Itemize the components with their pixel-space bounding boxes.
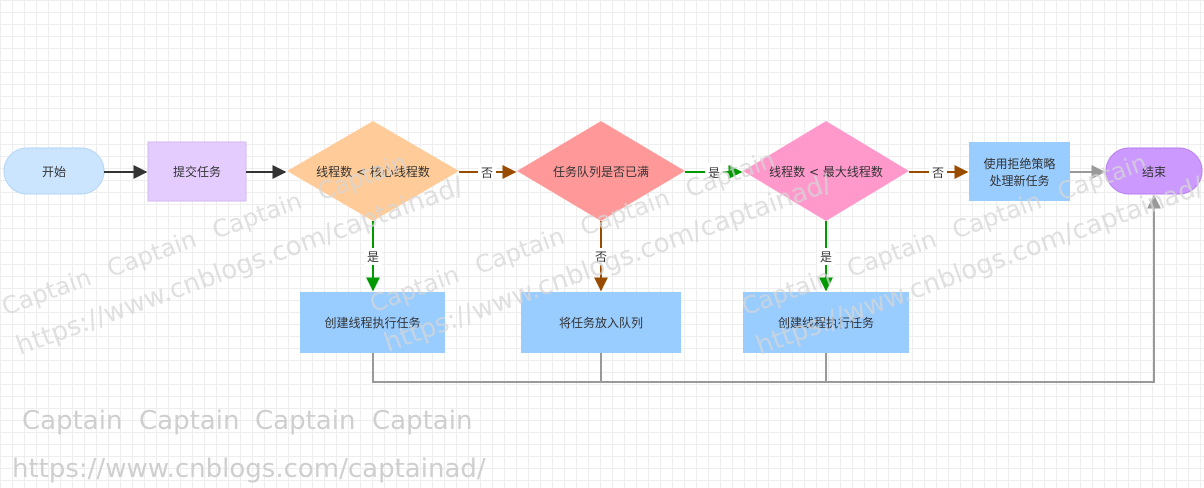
submit-task-label: 提交任务 xyxy=(173,164,221,179)
create-max-thread-node: 创建线程执行任务 xyxy=(743,292,909,353)
end-label: 结束 xyxy=(1142,165,1166,179)
reject-policy-node: 使用拒绝策略 处理新任务 xyxy=(969,142,1070,201)
enqueue-task-label: 将任务放入队列 xyxy=(559,315,643,330)
edge-queue-no-label: 否 xyxy=(595,250,607,264)
core-threads-decision-label: 线程数 < 核心线程数 xyxy=(316,164,430,179)
start-node: 开始 xyxy=(3,147,105,195)
enqueue-task-node: 将任务放入队列 xyxy=(521,292,681,353)
watermark-word-h4: Captain xyxy=(372,406,472,436)
max-threads-decision-label: 线程数 < 最大线程数 xyxy=(769,164,883,179)
start-label: 开始 xyxy=(42,165,66,179)
watermark-word-h1: Captain xyxy=(22,406,122,436)
edge-actions-to-end xyxy=(372,194,1161,383)
edge-max-no-label: 否 xyxy=(932,166,944,180)
edge-queue-yes-label: 是 xyxy=(708,166,720,180)
queue-full-decision-label: 任务队列是否已满 xyxy=(553,164,649,179)
end-node: 结束 xyxy=(1105,147,1203,195)
edge-max-yes-label: 是 xyxy=(820,250,832,264)
reject-policy-label-line2: 处理新任务 xyxy=(989,173,1049,188)
create-core-thread-label: 创建线程执行任务 xyxy=(324,315,420,330)
submit-task-node: 提交任务 xyxy=(147,141,247,202)
watermark-word-h3: Captain xyxy=(255,406,355,436)
queue-full-decision: 任务队列是否已满 xyxy=(517,121,685,221)
watermark-horizontal: Captain Captain Captain Captain https://… xyxy=(12,406,486,484)
watermark-word-h2: Captain xyxy=(139,406,239,436)
core-threads-decision: 线程数 < 核心线程数 xyxy=(287,121,459,221)
edge-core-no-label: 否 xyxy=(481,166,493,180)
edge-core-yes-label: 是 xyxy=(367,250,379,264)
create-max-thread-label: 创建线程执行任务 xyxy=(778,315,874,330)
max-threads-decision: 线程数 < 最大线程数 xyxy=(743,121,909,221)
create-core-thread-node: 创建线程执行任务 xyxy=(300,292,445,353)
reject-policy-label-line1: 使用拒绝策略 xyxy=(983,156,1055,171)
watermark-url-h: https://www.cnblogs.com/captainad/ xyxy=(12,454,486,484)
